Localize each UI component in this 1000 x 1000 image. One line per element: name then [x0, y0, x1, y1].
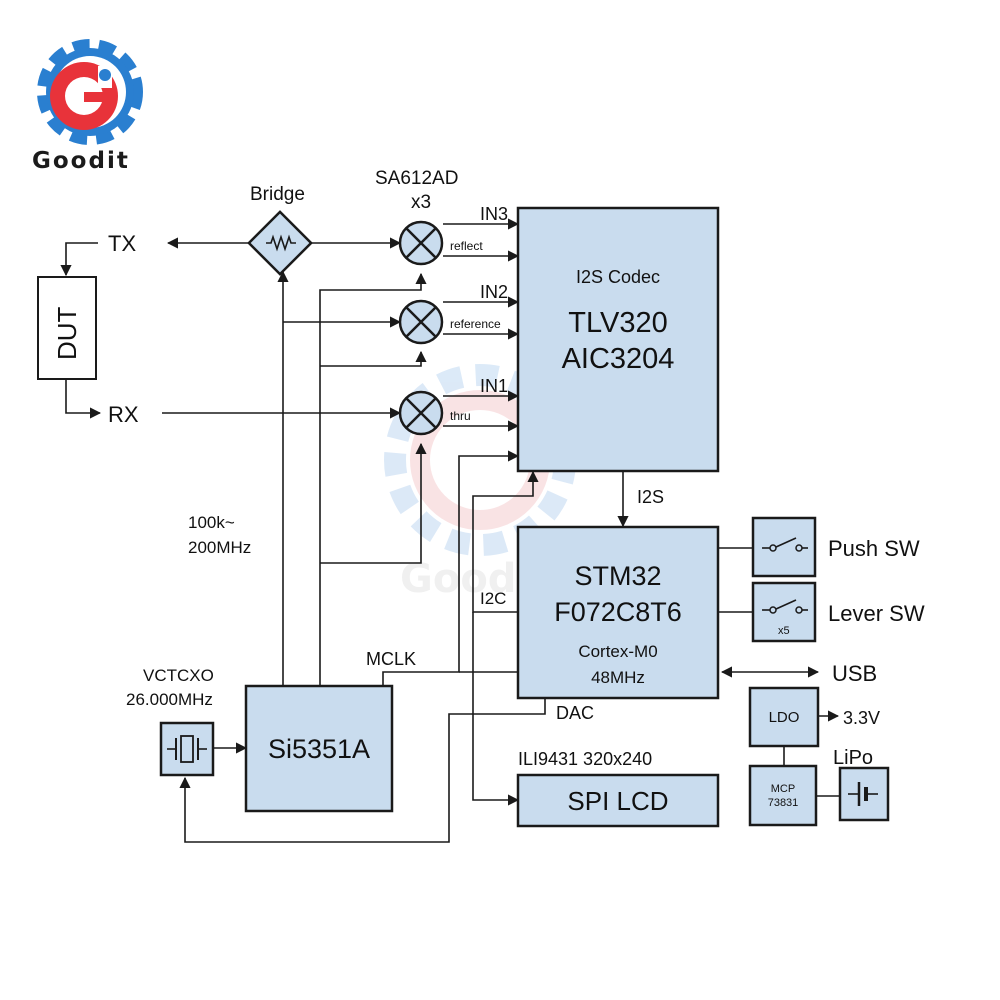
lipo-label: LiPo [833, 747, 873, 769]
freq-range-1: 100k~ [188, 513, 235, 532]
multiply-icon [405, 227, 437, 259]
mixer-count: x3 [411, 192, 431, 213]
in2-label: IN2 [480, 282, 508, 302]
freq-range-2: 200MHz [188, 538, 251, 557]
bridge: Bridge [247, 184, 313, 276]
gear-logo-icon [37, 39, 143, 145]
reference-label: reference [450, 317, 501, 331]
i2s-label: I2S [637, 487, 664, 507]
lo-to-mixer3-wire [319, 272, 427, 686]
bridge-label: Bridge [250, 184, 305, 205]
lcd-label: SPI LCD [567, 786, 668, 816]
multiply-icon [405, 397, 437, 429]
in1-label: IN1 [480, 376, 508, 396]
lo-to-mixer1-wire [320, 442, 427, 564]
crystal-icon [167, 735, 207, 763]
codec-part-1: TLV320 [568, 307, 667, 339]
mcu-part-1: STM32 [574, 561, 661, 591]
mcp-label-1: MCP [771, 783, 795, 795]
codec-title: I2S Codec [576, 267, 660, 287]
tcxo-label-1: VCTCXO [143, 666, 214, 685]
dut-box: DUT [37, 276, 97, 380]
i2c-wire [472, 470, 539, 613]
mcu-part-2: F072C8T6 [554, 597, 682, 627]
dac-wire [179, 698, 546, 843]
rx-label: RX [108, 402, 139, 427]
mixer-1 [398, 390, 444, 436]
mcu-block: STM32 F072C8T6 Cortex-M0 48MHz [516, 525, 720, 700]
push-switch [751, 516, 817, 578]
codec-part-2: AIC3204 [562, 343, 675, 375]
mclk-label: MCLK [366, 649, 416, 669]
lo-to-mixer2-wire [320, 350, 427, 367]
synth-block: Si5351A [244, 684, 394, 813]
reflect-label: reflect [450, 239, 483, 253]
ldo-block: LDO [748, 686, 820, 748]
mixer-2 [398, 299, 444, 345]
mixer-3 [398, 220, 444, 266]
codec-block: I2S Codec TLV320 AIC3204 [516, 206, 720, 473]
wires [60, 218, 840, 843]
in3-label: IN3 [480, 204, 508, 224]
tx-to-dut-wire [60, 242, 98, 277]
lever-switch: x5 [751, 581, 817, 643]
thru-label: thru [450, 409, 471, 423]
mcp-label-2: 73831 [768, 797, 799, 809]
lever-multiplier: x5 [778, 625, 790, 637]
mcp-block: MCP 73831 [748, 764, 818, 827]
switch-icon [762, 599, 808, 614]
battery-icon [848, 782, 878, 806]
mixer-title: SA612AD [375, 168, 458, 189]
mcu-core: Cortex-M0 [578, 642, 657, 661]
brand-logo: Goodit [32, 39, 143, 174]
dac-label: DAC [556, 703, 594, 723]
lever-sw-label: Lever SW [828, 601, 925, 626]
lcd-block: SPI LCD [516, 773, 720, 828]
dut-label: DUT [52, 306, 82, 360]
mcu-freq: 48MHz [591, 668, 645, 687]
ldo-label: LDO [769, 709, 800, 726]
i2c-label: I2C [480, 589, 506, 608]
push-sw-label: Push SW [828, 536, 920, 561]
tcxo-block [159, 721, 215, 777]
lcd-driver-label: ILI9431 320x240 [518, 749, 652, 769]
usb-label: USB [832, 661, 877, 686]
tx-label: TX [108, 231, 136, 256]
brand-name: Goodit [32, 148, 130, 174]
switch-icon [762, 537, 808, 552]
dut-to-rx-wire [65, 380, 102, 419]
multiply-icon [405, 306, 437, 338]
v33-label: 3.3V [843, 708, 880, 728]
spi-wire [472, 612, 520, 806]
synth-label: Si5351A [268, 734, 370, 764]
tcxo-label-2: 26.000MHz [126, 690, 213, 709]
resistor-icon [266, 234, 296, 252]
battery [838, 766, 890, 822]
